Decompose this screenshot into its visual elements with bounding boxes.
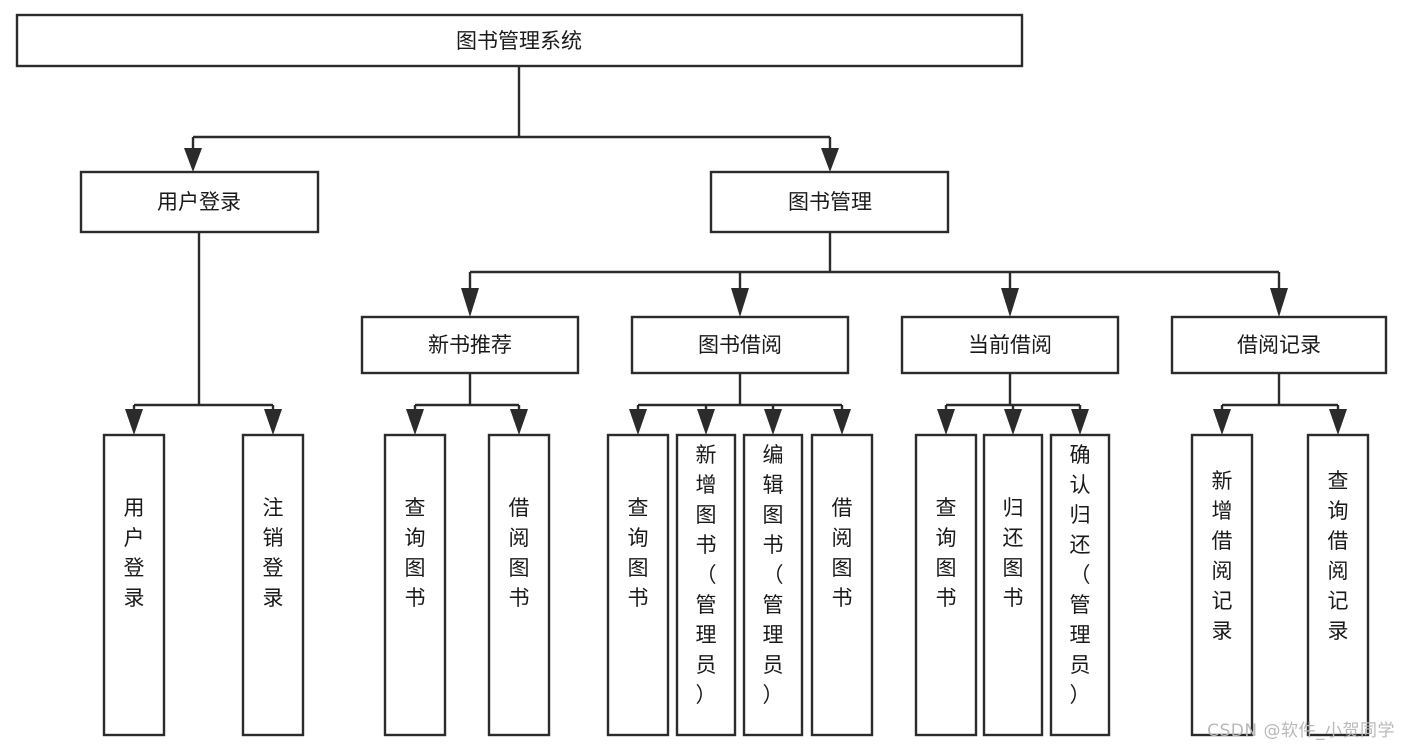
arrowhead-leaf-3 [406, 409, 424, 435]
node-borrow-record-box[interactable] [1170, 315, 1388, 375]
node-borrow-record[interactable]: 借阅记录 [1170, 315, 1388, 375]
node-leaf-query-borrow-record-label: 查询借阅记录 [1328, 469, 1349, 643]
arrowhead-book-mgmt [821, 148, 839, 172]
node-leaf-user-login[interactable]: 用户登录 [102, 433, 166, 737]
node-book-management-box[interactable] [709, 170, 950, 234]
arrowhead-book-borrow [731, 288, 749, 317]
arrowhead-leaf-10 [1004, 409, 1022, 435]
node-user-login[interactable]: 用户登录 [79, 170, 320, 234]
arrowhead-leaf-5 [629, 409, 647, 435]
node-leaf-query-book-2-label: 查询图书 [628, 496, 649, 610]
node-leaf-add-book-admin-label: 新增图书（管理员） [696, 443, 717, 707]
arrowhead-current-borrow [1001, 288, 1019, 317]
node-leaf-user-login-box[interactable] [102, 433, 166, 737]
node-leaf-query-book-1[interactable]: 查询图书 [383, 433, 447, 737]
node-leaf-add-borrow-record[interactable]: 新增借阅记录 [1190, 433, 1254, 737]
arrowhead-leaf-9 [937, 409, 955, 435]
node-leaf-borrow-book-1-box[interactable] [487, 433, 551, 737]
node-book-borrow-box[interactable] [630, 315, 850, 375]
node-leaf-return-book[interactable]: 归还图书 [982, 433, 1044, 737]
node-root[interactable]: 图书管理系统 [15, 13, 1024, 68]
node-leaf-add-borrow-record-label: 新增借阅记录 [1212, 469, 1233, 643]
node-leaf-add-book-admin[interactable]: 新增图书（管理员） [675, 433, 737, 737]
node-book-borrow-label: 图书借阅 [698, 333, 782, 357]
node-current-borrow-box[interactable] [900, 315, 1120, 375]
arrowhead-leaf-13 [1329, 409, 1347, 435]
node-leaf-query-book-1-box[interactable] [383, 433, 447, 737]
node-leaf-add-book-admin-box[interactable] [675, 433, 737, 737]
arrowhead-leaf-6 [697, 409, 715, 435]
node-leaf-query-book-3-box[interactable] [914, 433, 978, 737]
node-leaf-return-book-box[interactable] [982, 433, 1044, 737]
node-leaf-logout-label: 注销登录 [263, 496, 284, 610]
node-leaf-user-login-label: 用户登录 [124, 496, 145, 610]
node-leaf-logout[interactable]: 注销登录 [241, 433, 305, 737]
node-root-label: 图书管理系统 [456, 29, 582, 53]
node-leaf-add-borrow-record-box[interactable] [1190, 433, 1254, 737]
node-leaf-borrow-book-2-box[interactable] [810, 433, 874, 737]
arrowhead-newbook-rec [461, 288, 479, 317]
node-user-login-label: 用户登录 [157, 190, 241, 214]
node-leaf-query-book-2[interactable]: 查询图书 [606, 433, 670, 737]
node-leaf-borrow-book-2-label: 借阅图书 [832, 496, 853, 610]
node-leaf-edit-book-admin-label: 编辑图书（管理员） [763, 443, 784, 707]
arrowhead-leaf-11 [1071, 409, 1089, 435]
node-new-book-recommend[interactable]: 新书推荐 [360, 315, 580, 375]
arrowhead-leaf-1 [125, 409, 143, 435]
csdn-watermark: CSDN @软件_小贺同学 [1207, 721, 1395, 741]
arrowhead-leaf-4 [510, 409, 528, 435]
node-leaf-edit-book-admin[interactable]: 编辑图书（管理员） [742, 433, 804, 737]
node-leaf-confirm-return-admin-label: 确认归还（管理员） [1070, 443, 1091, 707]
node-leaf-edit-book-admin-box[interactable] [742, 433, 804, 737]
node-leaf-borrow-book-2[interactable]: 借阅图书 [810, 433, 874, 737]
node-user-login-box[interactable] [79, 170, 320, 234]
node-leaf-borrow-book-1-label: 借阅图书 [509, 496, 530, 610]
node-new-book-recommend-box[interactable] [360, 315, 580, 375]
node-leaf-logout-box[interactable] [241, 433, 305, 737]
arrowhead-borrow-record [1270, 288, 1288, 317]
node-book-management-label: 图书管理 [788, 190, 872, 214]
node-borrow-record-label: 借阅记录 [1237, 333, 1321, 357]
node-book-management[interactable]: 图书管理 [709, 170, 950, 234]
node-current-borrow-label: 当前借阅 [968, 333, 1052, 357]
node-current-borrow[interactable]: 当前借阅 [900, 315, 1120, 375]
node-new-book-recommend-label: 新书推荐 [428, 333, 512, 357]
arrowhead-leaf-8 [833, 409, 851, 435]
arrowhead-leaf-7 [764, 409, 782, 435]
edge-layer [125, 66, 1347, 435]
arrowhead-leaf-12 [1213, 409, 1231, 435]
node-leaf-return-book-label: 归还图书 [1003, 496, 1024, 610]
node-leaf-borrow-book-1[interactable]: 借阅图书 [487, 433, 551, 737]
node-leaf-confirm-return-admin-box[interactable] [1049, 433, 1111, 737]
node-leaf-query-borrow-record[interactable]: 查询借阅记录 [1306, 433, 1370, 737]
node-leaf-query-book-3[interactable]: 查询图书 [914, 433, 978, 737]
arrowhead-leaf-2 [264, 409, 282, 435]
node-leaf-query-book-3-label: 查询图书 [936, 496, 957, 610]
node-leaf-query-book-2-box[interactable] [606, 433, 670, 737]
node-leaf-query-borrow-record-box[interactable] [1306, 433, 1370, 737]
arrowhead-user-login [184, 148, 202, 172]
node-book-borrow[interactable]: 图书借阅 [630, 315, 850, 375]
node-leaf-confirm-return-admin[interactable]: 确认归还（管理员） [1049, 433, 1111, 737]
node-root-box[interactable] [15, 13, 1024, 68]
node-leaf-query-book-1-label: 查询图书 [405, 496, 426, 610]
node-layer: 图书管理系统 用户登录 图书管理 新书推荐 图书借阅 当前 [15, 13, 1388, 737]
